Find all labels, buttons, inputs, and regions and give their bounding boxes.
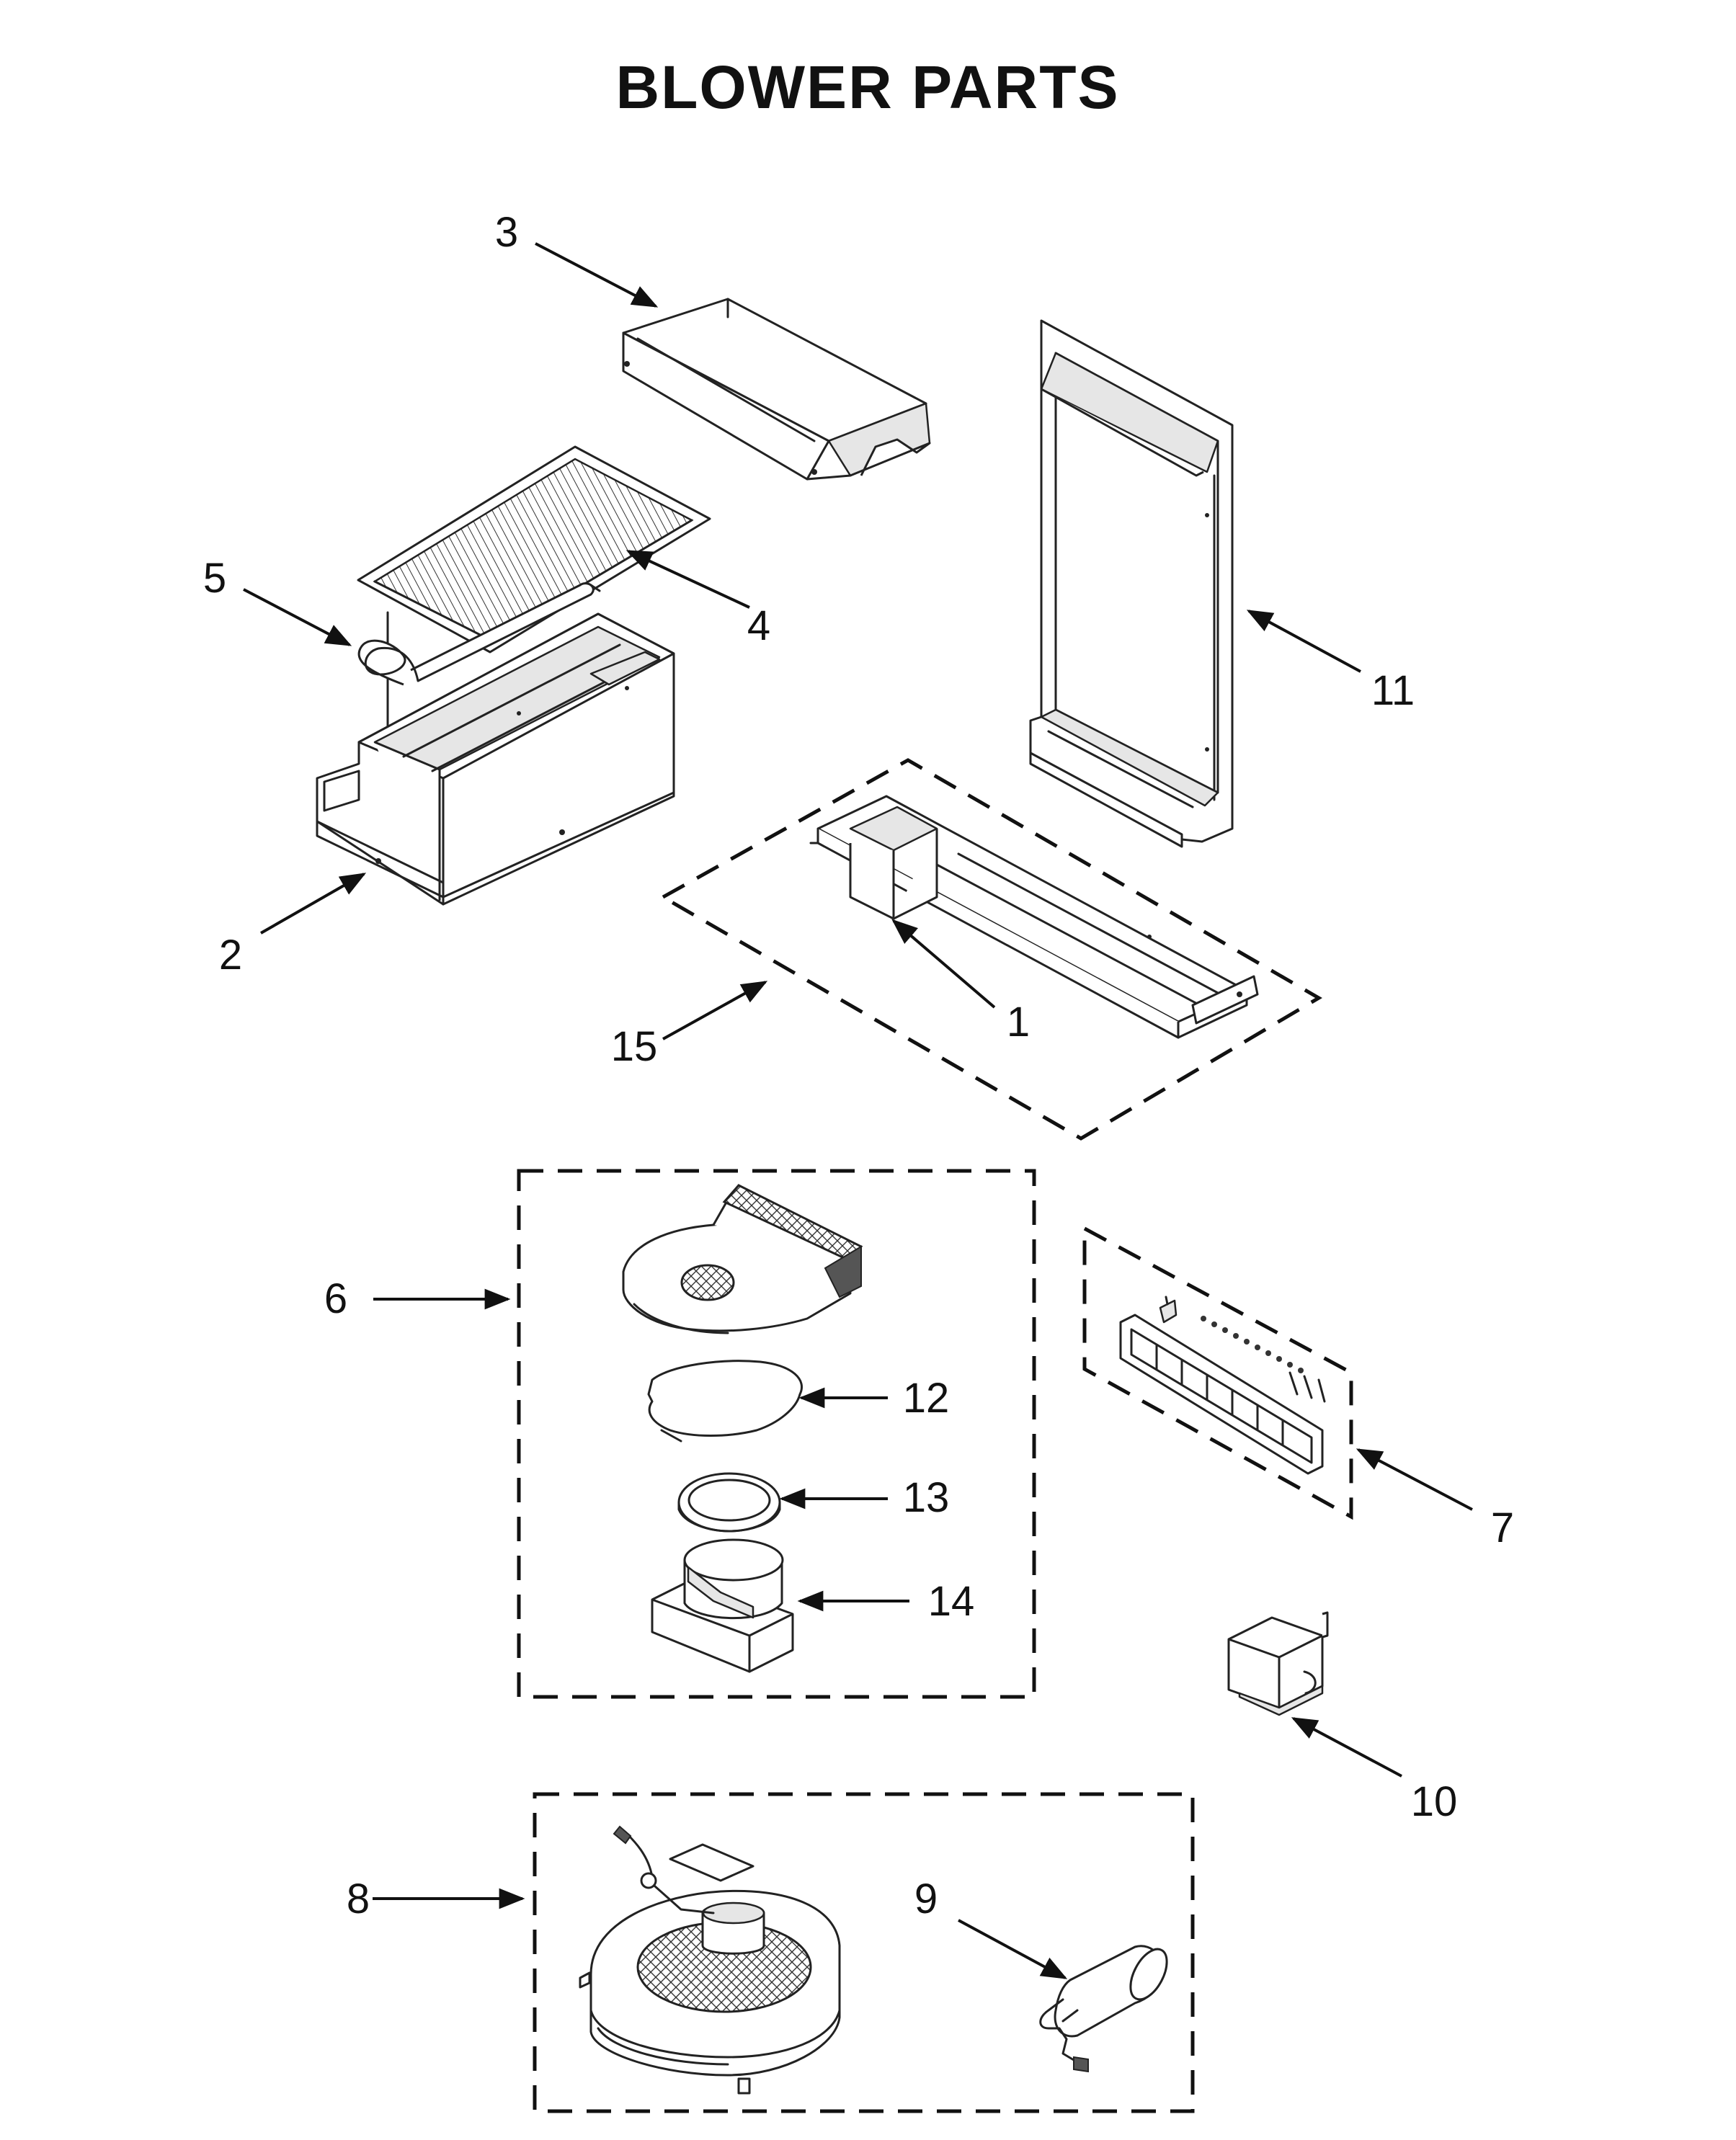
part-6-kit-outline — [517, 1169, 1036, 1699]
part-15-kit-outline — [659, 758, 1322, 1141]
part-5-harness — [357, 582, 601, 736]
arrow-7 — [1356, 1448, 1473, 1511]
arrow-4 — [626, 550, 750, 609]
part-11-frame — [1029, 319, 1234, 848]
arrow-3 — [535, 242, 659, 308]
arrow-1 — [891, 919, 996, 1009]
callout-4: 4 — [747, 602, 770, 649]
callout-arrows — [243, 242, 1473, 1979]
part-7-kit-outline — [1082, 1225, 1353, 1520]
callout-9: 9 — [914, 1876, 938, 1922]
arrow-5 — [243, 588, 352, 646]
callout-14: 14 — [928, 1578, 975, 1625]
callout-1: 1 — [1007, 999, 1030, 1046]
arrow-9 — [958, 1919, 1068, 1979]
part-8-kit-outline — [533, 1792, 1195, 2113]
callout-5: 5 — [203, 555, 226, 602]
part-8-blower-motor — [579, 1825, 841, 2095]
part-7-grille — [1119, 1296, 1326, 1475]
callout-10: 10 — [1411, 1778, 1458, 1825]
page-title: BLOWER PARTS — [615, 53, 1119, 121]
callout-13: 13 — [903, 1474, 950, 1521]
arrow-10 — [1291, 1717, 1402, 1778]
callout-3: 3 — [495, 209, 518, 256]
part-10-bracket — [1227, 1611, 1329, 1716]
callout-8: 8 — [347, 1876, 370, 1922]
part-14-adapter — [651, 1538, 794, 1673]
part-12-ring — [647, 1360, 803, 1443]
callout-6: 6 — [324, 1275, 347, 1322]
arrow-2 — [260, 873, 367, 935]
part-9-capacitor — [1039, 1945, 1168, 2073]
callout-12: 12 — [903, 1375, 950, 1422]
arrow-15 — [662, 981, 768, 1040]
arrow-11 — [1246, 610, 1361, 673]
part-3-duct-cover — [622, 298, 931, 481]
callout-7: 7 — [1491, 1504, 1514, 1551]
part-2-blower-housing — [316, 612, 675, 906]
part-4-filter — [357, 445, 711, 654]
callout-2: 2 — [219, 932, 242, 978]
callout-11: 11 — [1371, 667, 1415, 714]
callout-labels: 3 4 5 11 2 1 15 6 12 13 14 7 10 8 9 — [203, 209, 1514, 1922]
part-1-base-bracket — [809, 795, 1259, 1039]
part-13-collar-ring — [677, 1472, 781, 1533]
callout-15: 15 — [611, 1023, 658, 1070]
part-6-blower-scroll — [622, 1184, 863, 1334]
